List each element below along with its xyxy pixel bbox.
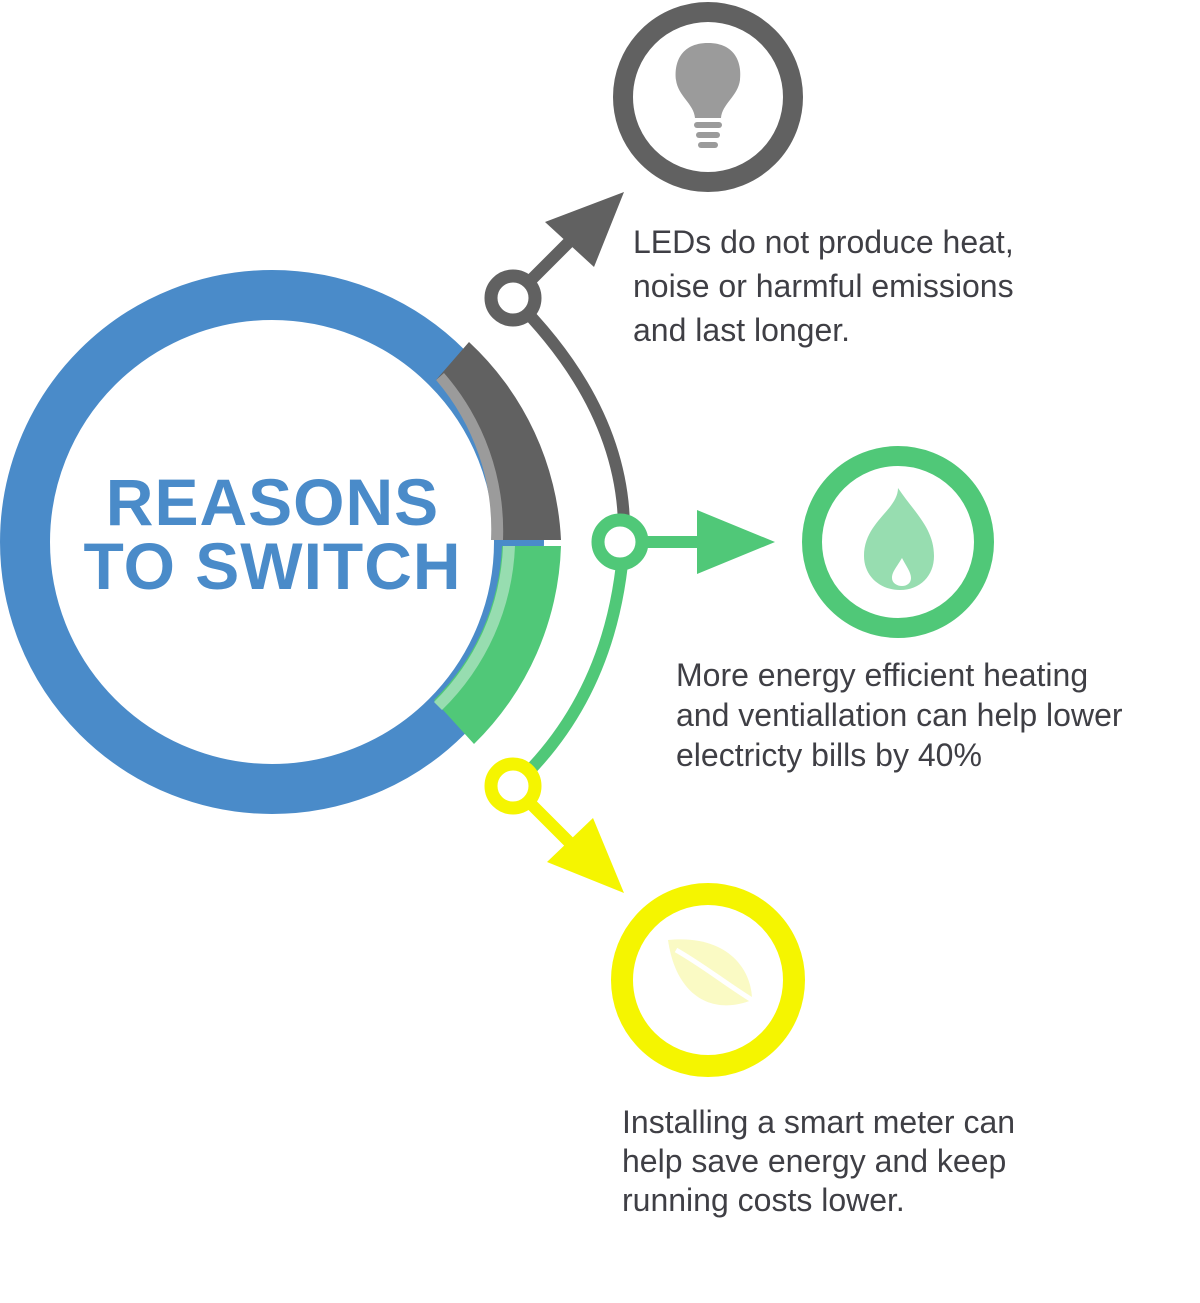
reason-heating-line-1: More energy efficient heating bbox=[676, 657, 1089, 693]
node-yellow bbox=[484, 757, 542, 815]
leaf-icon bbox=[611, 883, 805, 1077]
title-line-1: REASONS bbox=[105, 465, 440, 539]
reason-led-line-1: LEDs do not produce heat, bbox=[633, 224, 1014, 260]
lightbulb-icon bbox=[613, 2, 803, 192]
title: REASONS TO SWITCH bbox=[40, 465, 505, 603]
title-line-2: TO SWITCH bbox=[83, 529, 462, 603]
arrow-yellow-head bbox=[547, 818, 624, 893]
reason-led: LEDs do not produce heat, noise or harmf… bbox=[633, 220, 1014, 352]
node-green bbox=[591, 513, 649, 571]
ring-segment-green-inner bbox=[434, 546, 515, 710]
reason-heating-line-2: and ventiallation can help lower bbox=[676, 697, 1123, 733]
main-ring bbox=[0, 270, 544, 814]
reason-heating-line-3: electricty bills by 40% bbox=[676, 737, 982, 773]
reason-led-line-2: noise or harmful emissions bbox=[633, 268, 1014, 304]
flame-icon bbox=[802, 446, 994, 638]
ring-segment-green bbox=[434, 546, 561, 744]
ring-segment-gray bbox=[436, 342, 561, 540]
reason-led-line-3: and last longer. bbox=[633, 312, 851, 348]
reason-heating: More energy efficient heating and ventia… bbox=[676, 655, 1123, 775]
arrow-gray-head bbox=[545, 192, 624, 267]
reason-smart-meter-line-3: running costs lower. bbox=[622, 1182, 905, 1218]
ring-segment-gray-inner bbox=[436, 373, 504, 540]
connector-arc-gray bbox=[508, 293, 631, 541]
arrow-green-head bbox=[697, 510, 775, 574]
reason-smart-meter: Installing a smart meter can help save e… bbox=[622, 1103, 1015, 1220]
node-gray bbox=[484, 269, 542, 327]
reason-smart-meter-line-1: Installing a smart meter can bbox=[622, 1104, 1016, 1140]
connector-arc-green bbox=[511, 541, 630, 789]
reason-smart-meter-line-2: help save energy and keep bbox=[622, 1143, 1007, 1179]
